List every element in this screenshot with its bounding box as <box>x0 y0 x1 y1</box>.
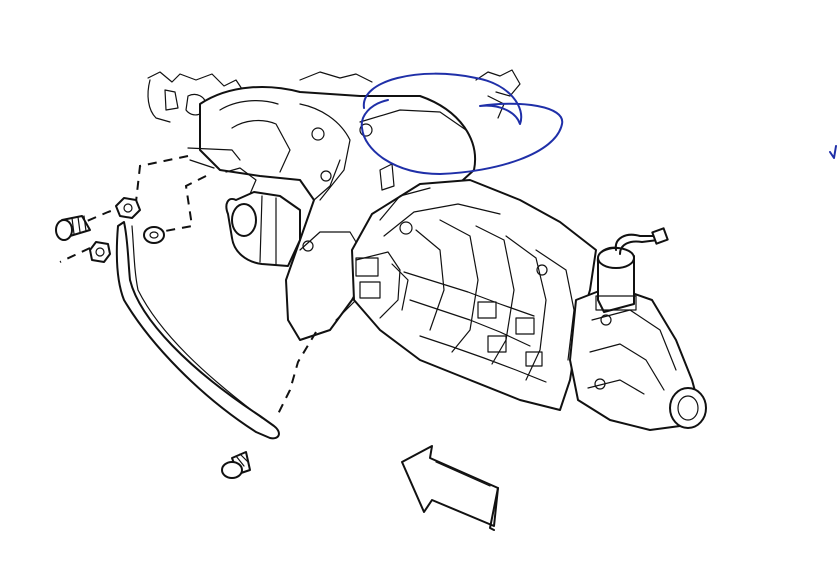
brace <box>115 221 280 440</box>
handwritten-annotation <box>360 72 837 175</box>
direction-arrow <box>401 445 499 531</box>
starter <box>225 167 301 267</box>
bolt <box>221 451 251 479</box>
nut <box>115 197 141 219</box>
nut <box>89 241 111 263</box>
engine-outline <box>147 69 521 123</box>
output-seal <box>669 387 707 429</box>
bolt <box>55 215 91 241</box>
bellhousing <box>199 86 476 341</box>
gear-case <box>351 179 597 411</box>
fasteners <box>55 197 251 479</box>
transmission <box>199 86 707 431</box>
washer <box>143 226 165 244</box>
